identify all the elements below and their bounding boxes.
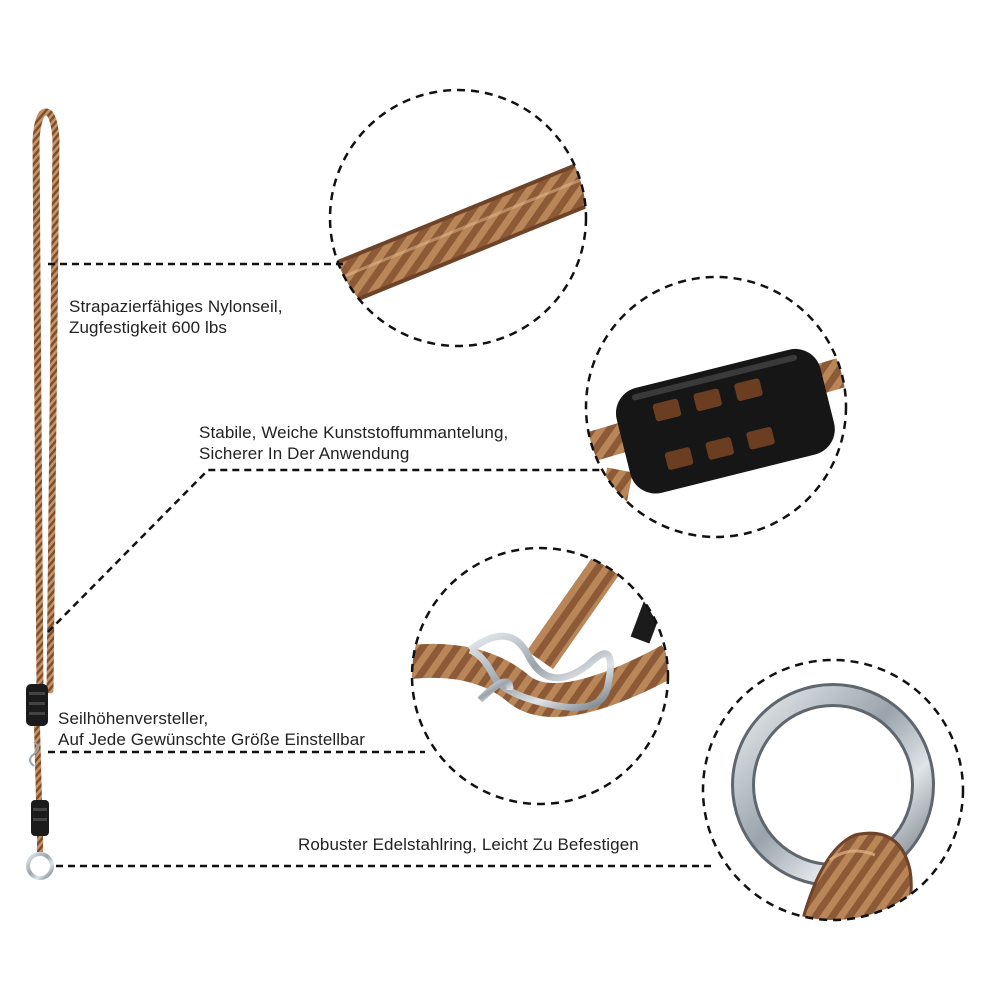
- callout-height-adjuster-line2: Auf Jede Gewünschte Größe Einstellbar: [58, 730, 366, 749]
- callout-steel-ring-line1: Robuster Edelstahlring, Leicht Zu Befest…: [298, 835, 639, 854]
- callout-nylon-rope-line2: Zugfestigkeit 600 lbs: [69, 318, 228, 337]
- callout-plastic-sleeve-line2: Sicherer In Der Anwendung: [199, 444, 410, 463]
- figure-eight-hook-detail: [410, 546, 670, 806]
- leader-line-sleeve: [47, 468, 604, 633]
- callout-plastic-sleeve-line1: Stabile, Weiche Kunststoffummantelung,: [199, 423, 509, 442]
- rope-twist-detail: [328, 88, 588, 348]
- steel-ring-detail: [701, 658, 965, 922]
- callout-nylon-rope-line1: Strapazierfähiges Nylonseil,: [69, 297, 283, 316]
- callout-height-adjuster-line1: Seilhöhenversteller,: [58, 709, 209, 728]
- full-rope-product-image: [26, 108, 60, 880]
- leader-lines: [47, 262, 712, 868]
- plastic-sleeve-detail: [584, 275, 848, 539]
- callout-steel-ring: Robuster Edelstahlring, Leicht Zu Befest…: [298, 834, 639, 855]
- callout-plastic-sleeve: Stabile, Weiche Kunststoffummantelung, S…: [199, 422, 508, 464]
- callout-nylon-rope: Strapazierfähiges Nylonseil, Zugfestigke…: [69, 296, 283, 338]
- callout-height-adjuster: Seilhöhenversteller, Auf Jede Gewünschte…: [58, 708, 365, 750]
